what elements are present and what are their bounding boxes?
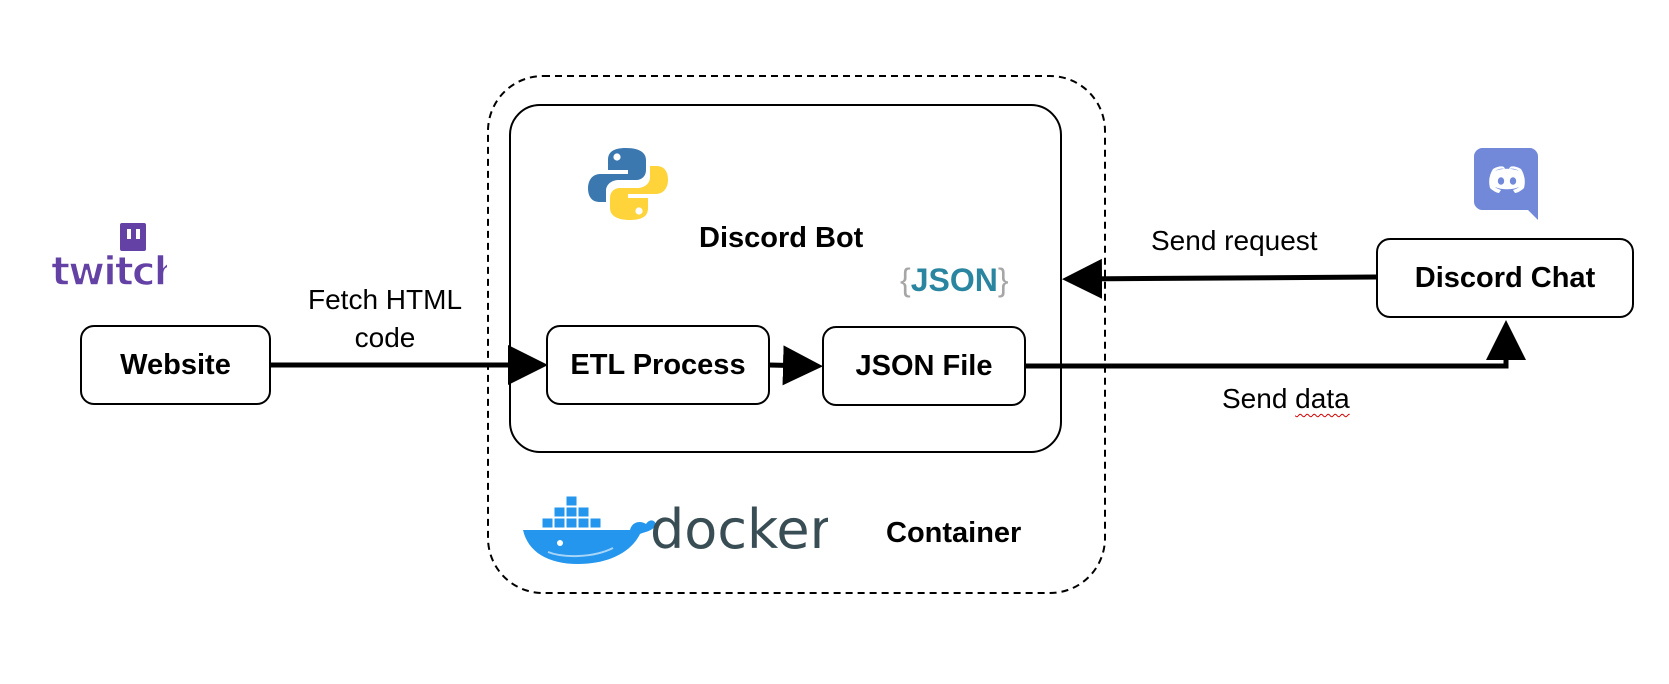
docker-wordmark: docker — [650, 498, 828, 561]
send-request-arrow — [1062, 258, 1377, 299]
container-boundary — [487, 75, 1106, 594]
fetch-html-label: Fetch HTML code — [290, 281, 480, 357]
twitch-logo: twitch — [50, 221, 167, 296]
container-label: Container — [886, 517, 1022, 549]
python-logo — [588, 148, 668, 220]
twitch-wordmark: twitch — [51, 249, 167, 295]
discord-face-icon — [1489, 166, 1525, 193]
send-data-arrow — [1025, 320, 1526, 369]
fetch-html-line2: code — [354, 321, 416, 353]
json-file-node: JSON File — [822, 326, 1026, 406]
send-data-word1: Send — [1222, 383, 1296, 414]
json-open-brace-icon: { — [900, 262, 911, 298]
send-data-word2: data — [1295, 383, 1350, 414]
docker-logo: docker — [523, 495, 828, 564]
discord-chat-node: Discord Chat — [1376, 238, 1634, 318]
etl-process-node: ETL Process — [546, 325, 770, 405]
send-data-label: Send data — [1222, 380, 1350, 418]
fetch-html-line1: Fetch HTML — [307, 284, 463, 315]
discord-bot-label: Discord Bot — [699, 222, 864, 254]
discord-logo — [1474, 148, 1538, 220]
discord-bot-box — [509, 104, 1062, 453]
json-logo: {JSON} — [900, 262, 1009, 299]
website-node: Website — [80, 325, 271, 405]
etl-to-json-arrow — [768, 345, 823, 386]
json-close-brace-icon: } — [997, 262, 1009, 298]
send-request-label: Send request — [1151, 225, 1318, 256]
json-wordmark: JSON — [910, 262, 998, 298]
